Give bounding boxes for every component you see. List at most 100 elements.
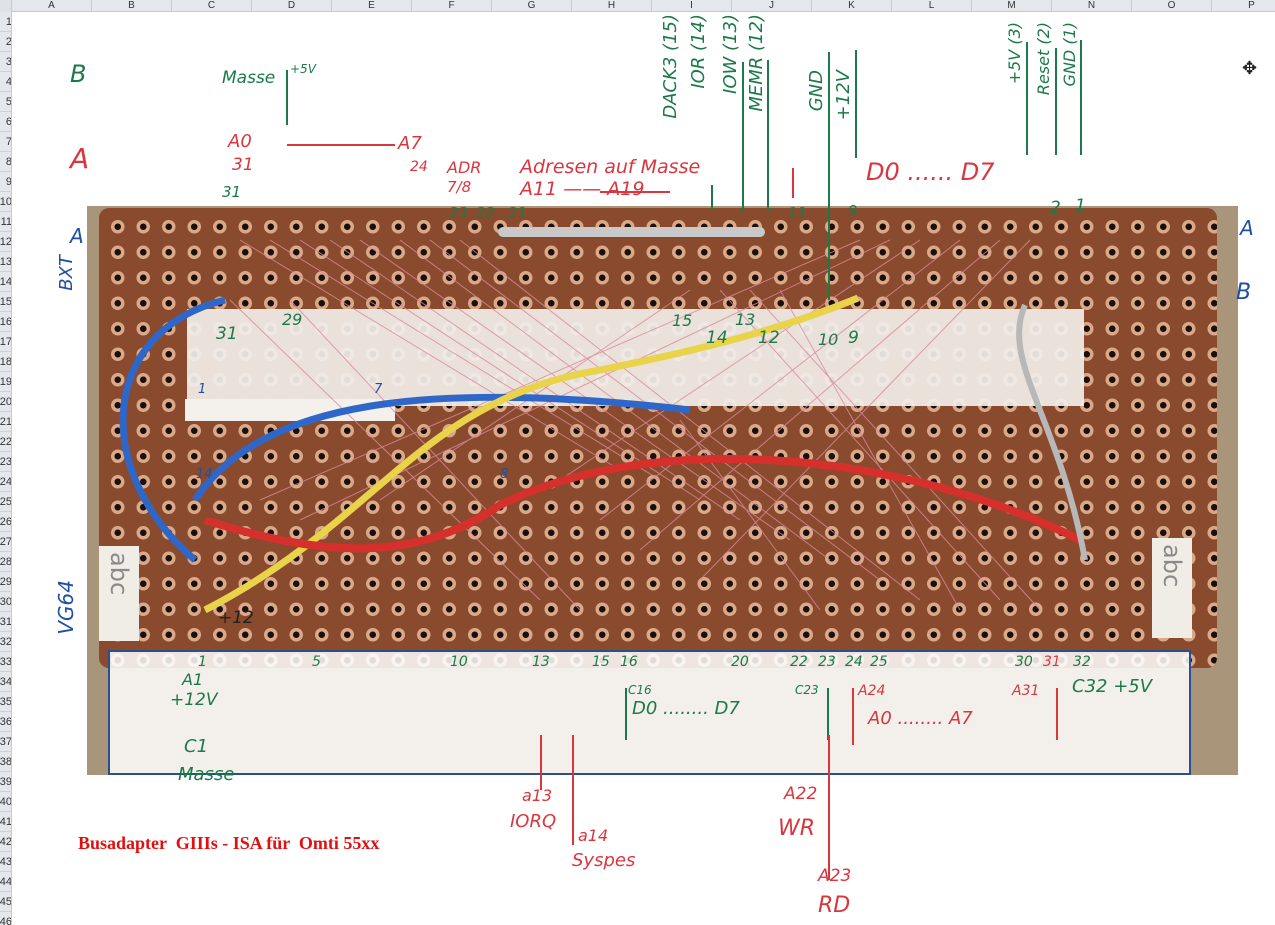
row-b-label: B [70, 60, 87, 88]
row-header-34[interactable]: 34 [0, 672, 11, 692]
a22-label: A22 [784, 784, 818, 804]
row-header-22[interactable]: 22 [0, 432, 11, 452]
row-header-43[interactable]: 43 [0, 852, 11, 872]
row-header-46[interactable]: 46 [0, 912, 11, 925]
c23-label: C23 [795, 683, 819, 697]
column-header-j[interactable]: J [732, 0, 812, 12]
column-header-o[interactable]: O [1132, 0, 1212, 12]
row-header-8[interactable]: 8 [0, 152, 11, 172]
row-header-21[interactable]: 21 [0, 412, 11, 432]
column-header-f[interactable]: F [412, 0, 492, 12]
a13-label: a13 [522, 786, 553, 805]
column-header-k[interactable]: K [812, 0, 892, 12]
row-header-7[interactable]: 7 [0, 132, 11, 152]
adr-sub-label: 7/8 [447, 178, 472, 196]
plus12v-a1-label: +12V [170, 690, 218, 710]
c32-5v-label: C32 +5V [1072, 676, 1153, 697]
column-header-d[interactable]: D [252, 0, 332, 12]
row-header-33[interactable]: 33 [0, 652, 11, 672]
column-header-a[interactable]: A [12, 0, 92, 12]
row-header-5[interactable]: 5 [0, 92, 11, 112]
row-header-4[interactable]: 4 [0, 72, 11, 92]
c16-label: C16 [628, 683, 652, 697]
column-header-p[interactable]: P [1212, 0, 1275, 12]
row-header-25[interactable]: 25 [0, 492, 11, 512]
row-header-35[interactable]: 35 [0, 692, 11, 712]
a1-label: A1 [182, 670, 204, 689]
row-header-12[interactable]: 12 [0, 232, 11, 252]
column-header-b[interactable]: B [92, 0, 172, 12]
row-header-3[interactable]: 3 [0, 52, 11, 72]
chip-pin8-label: 8 [500, 467, 509, 482]
gnd2-label: GND (1) [1060, 22, 1079, 87]
row-header-15[interactable]: 15 [0, 292, 11, 312]
row-header-38[interactable]: 38 [0, 752, 11, 772]
row-header-40[interactable]: 40 [0, 792, 11, 812]
contact-30: 30 [1015, 654, 1033, 670]
ic-socket [185, 399, 395, 421]
contact-20: 20 [731, 654, 749, 670]
row-header-23[interactable]: 23 [0, 452, 11, 472]
contact-13: 13 [532, 654, 550, 670]
row-header-44[interactable]: 44 [0, 872, 11, 892]
column-header-e[interactable]: E [332, 0, 412, 12]
row-header-9[interactable]: 9 [0, 172, 11, 192]
contact-22: 22 [790, 654, 808, 670]
column-header-c[interactable]: C [172, 0, 252, 12]
a7-label: A7 [398, 133, 422, 154]
row-header-19[interactable]: 19 [0, 372, 11, 392]
row-header-27[interactable]: 27 [0, 532, 11, 552]
pin31-red-label: 31 [232, 155, 254, 175]
pin31-green-label: 31 [222, 183, 242, 201]
row-header-29[interactable]: 29 [0, 572, 11, 592]
pin24-label: 24 [410, 159, 428, 175]
chip-pin1-label: 1 [198, 382, 207, 397]
row-header-6[interactable]: 6 [0, 112, 11, 132]
c1-label: C1 [184, 736, 209, 757]
column-header-m[interactable]: M [972, 0, 1052, 12]
sheet-title[interactable]: Busadapter GIIIs - ISA für Omti 55xx [78, 833, 380, 853]
wr-label: WR [778, 816, 816, 841]
plus5v-label: +5V (3) [1005, 22, 1024, 85]
memr-label: MEMR (12) [746, 14, 767, 112]
row-header-42[interactable]: 42 [0, 832, 11, 852]
row-header-30[interactable]: 30 [0, 592, 11, 612]
row-header-39[interactable]: 39 [0, 772, 11, 792]
pin21-label: 21 [508, 204, 528, 222]
row-header-31[interactable]: 31 [0, 612, 11, 632]
isa-connector-outline [108, 650, 1191, 775]
row-header-13[interactable]: 13 [0, 252, 11, 272]
row-header-20[interactable]: 20 [0, 392, 11, 412]
row-header-26[interactable]: 26 [0, 512, 11, 532]
row-header-1[interactable]: 1 [0, 12, 11, 32]
row-header-14[interactable]: 14 [0, 272, 11, 292]
a0-a7-bottom-label: A0 ........ A7 [868, 708, 973, 729]
b12-label: 12 [758, 328, 780, 348]
contact-1: 1 [198, 654, 207, 670]
row-header-28[interactable]: 28 [0, 552, 11, 572]
column-header-i[interactable]: I [652, 0, 732, 12]
select-all-corner[interactable] [0, 0, 12, 12]
row-header-32[interactable]: 32 [0, 632, 11, 652]
row-header-37[interactable]: 37 [0, 732, 11, 752]
row-header-24[interactable]: 24 [0, 472, 11, 492]
contact-25: 25 [870, 654, 888, 670]
row-header-18[interactable]: 18 [0, 352, 11, 372]
row-header-16[interactable]: 16 [0, 312, 11, 332]
row-header-41[interactable]: 41 [0, 812, 11, 832]
row-header-10[interactable]: 10 [0, 192, 11, 212]
row-header-2[interactable]: 2 [0, 32, 11, 52]
row-header-17[interactable]: 17 [0, 332, 11, 352]
masse-label: Masse [222, 68, 276, 88]
row-header-11[interactable]: 11 [0, 212, 11, 232]
b14-label: 14 [706, 328, 728, 348]
column-header-g[interactable]: G [492, 0, 572, 12]
contact-5: 5 [312, 654, 321, 670]
pin1-label: 1 [1075, 196, 1086, 216]
row-header-45[interactable]: 45 [0, 892, 11, 912]
adr-label: ADR [447, 158, 482, 177]
column-header-l[interactable]: L [892, 0, 972, 12]
column-header-h[interactable]: H [572, 0, 652, 12]
row-header-36[interactable]: 36 [0, 712, 11, 732]
column-header-n[interactable]: N [1052, 0, 1132, 12]
